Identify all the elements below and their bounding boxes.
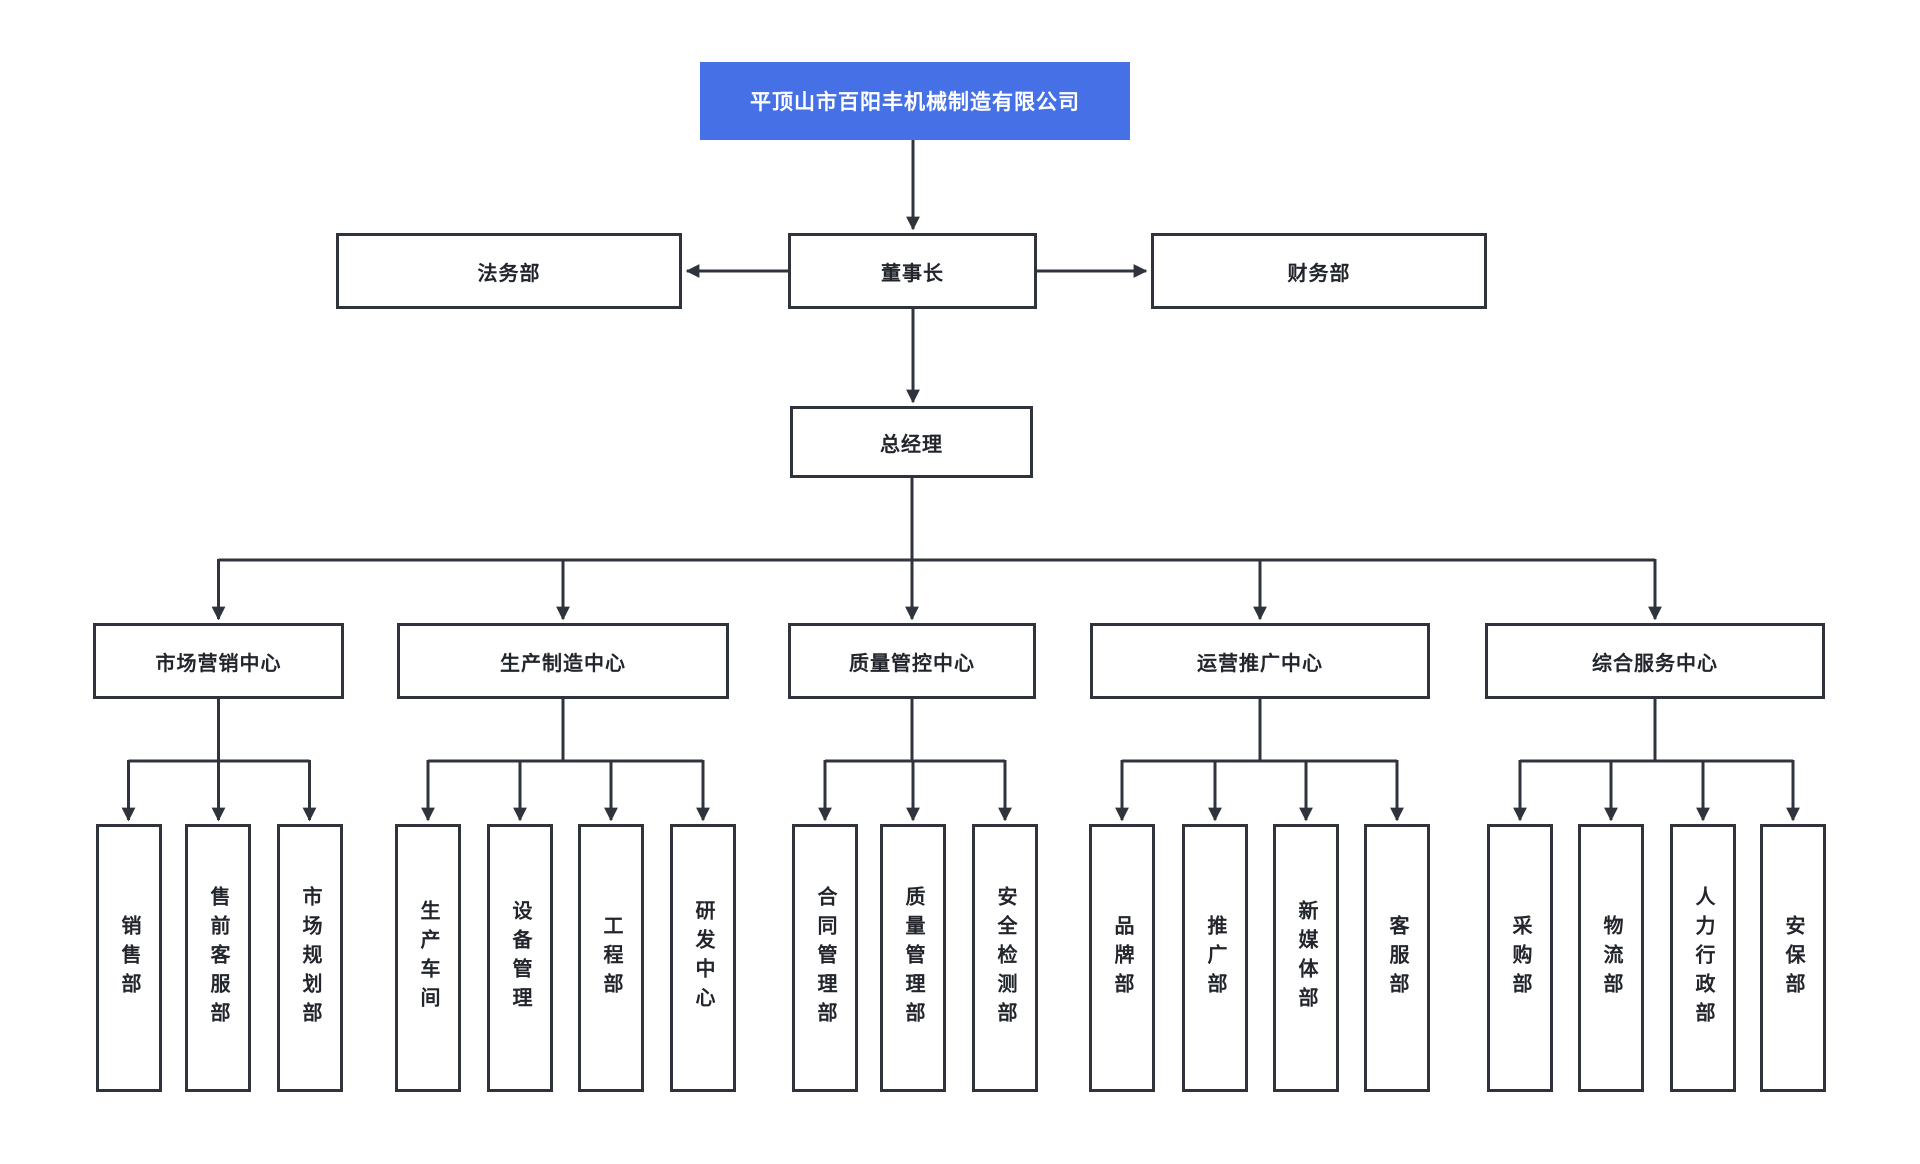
org-node-dept-equipment-management: 设备管理	[487, 824, 553, 1092]
org-node-dept-safety-inspection: 安全检测部	[972, 824, 1038, 1092]
connector-gm-to-centers	[211, 478, 1662, 621]
dept-safety-inspection-label: 安全检测部	[994, 885, 1016, 1031]
center-services-label: 综合服务中心	[1592, 652, 1718, 675]
connector-services-center-to-departments	[1513, 699, 1800, 822]
org-node-dept-rd-center: 研发中心	[670, 824, 736, 1092]
org-node-dept-market-planning: 市场规划部	[277, 824, 343, 1092]
org-node-dept-hr-admin: 人力行政部	[1670, 824, 1736, 1092]
dept-procurement-label: 采购部	[1509, 914, 1531, 1002]
org-node-dept-new-media: 新媒体部	[1273, 824, 1339, 1092]
org-node-dept-presales-service: 售前客服部	[185, 824, 251, 1092]
center-operations-label: 运营推广中心	[1197, 652, 1323, 675]
dept-customer-service-label: 客服部	[1386, 914, 1408, 1002]
dept-presales-service-label: 售前客服部	[207, 885, 229, 1031]
dept-rd-center-label: 研发中心	[692, 900, 714, 1016]
connector-operations-center-to-departments	[1115, 699, 1404, 822]
company-name-label: 平顶山市百阳丰机械制造有限公司	[750, 91, 1080, 114]
center-quality-label: 质量管控中心	[849, 652, 975, 675]
connector-production-center-to-departments	[421, 699, 710, 822]
legal-dept-label: 法务部	[477, 262, 541, 285]
dept-security-label: 安保部	[1782, 914, 1804, 1002]
dept-sales-label: 销售部	[118, 914, 140, 1002]
org-node-finance-dept: 财务部	[1151, 233, 1487, 309]
org-node-dept-contract-management: 合同管理部	[792, 824, 858, 1092]
dept-production-workshop-label: 生产车间	[417, 900, 439, 1016]
dept-quality-management-label: 质量管理部	[902, 885, 924, 1031]
org-node-dept-customer-service: 客服部	[1364, 824, 1430, 1092]
org-node-legal-dept: 法务部	[336, 233, 682, 309]
org-node-dept-engineering: 工程部	[578, 824, 644, 1092]
center-production-label: 生产制造中心	[500, 652, 626, 675]
connector-quality-center-to-departments	[818, 699, 1012, 822]
dept-contract-management-label: 合同管理部	[814, 885, 836, 1031]
org-node-center-operations: 运营推广中心	[1090, 623, 1430, 699]
dept-brand-label: 品牌部	[1111, 914, 1133, 1002]
dept-market-planning-label: 市场规划部	[299, 885, 321, 1031]
chairman-label: 董事长	[881, 262, 944, 285]
dept-new-media-label: 新媒体部	[1295, 900, 1317, 1016]
org-node-dept-brand: 品牌部	[1089, 824, 1155, 1092]
dept-engineering-label: 工程部	[600, 914, 622, 1002]
org-node-dept-security: 安保部	[1760, 824, 1826, 1092]
org-node-center-marketing: 市场营销中心	[93, 623, 344, 699]
org-node-chairman: 董事长	[788, 233, 1037, 309]
general-manager-label: 总经理	[880, 433, 943, 456]
org-node-center-production: 生产制造中心	[397, 623, 729, 699]
org-node-center-services: 综合服务中心	[1485, 623, 1825, 699]
finance-dept-label: 财务部	[1287, 262, 1351, 285]
org-node-dept-promotion: 推广部	[1182, 824, 1248, 1092]
org-node-company: 平顶山市百阳丰机械制造有限公司	[700, 62, 1130, 140]
connector-marketing-center-to-departments	[121, 699, 317, 822]
dept-promotion-label: 推广部	[1204, 914, 1226, 1002]
org-node-center-quality: 质量管控中心	[788, 623, 1036, 699]
org-node-dept-procurement: 采购部	[1487, 824, 1553, 1092]
org-node-dept-sales: 销售部	[96, 824, 162, 1092]
org-node-dept-logistics: 物流部	[1578, 824, 1644, 1092]
dept-hr-admin-label: 人力行政部	[1692, 885, 1714, 1031]
org-node-dept-production-workshop: 生产车间	[395, 824, 461, 1092]
org-node-general-manager: 总经理	[790, 406, 1033, 478]
dept-logistics-label: 物流部	[1600, 914, 1622, 1002]
center-marketing-label: 市场营销中心	[155, 652, 282, 675]
dept-equipment-management-label: 设备管理	[509, 900, 531, 1016]
org-node-dept-quality-management: 质量管理部	[880, 824, 946, 1092]
